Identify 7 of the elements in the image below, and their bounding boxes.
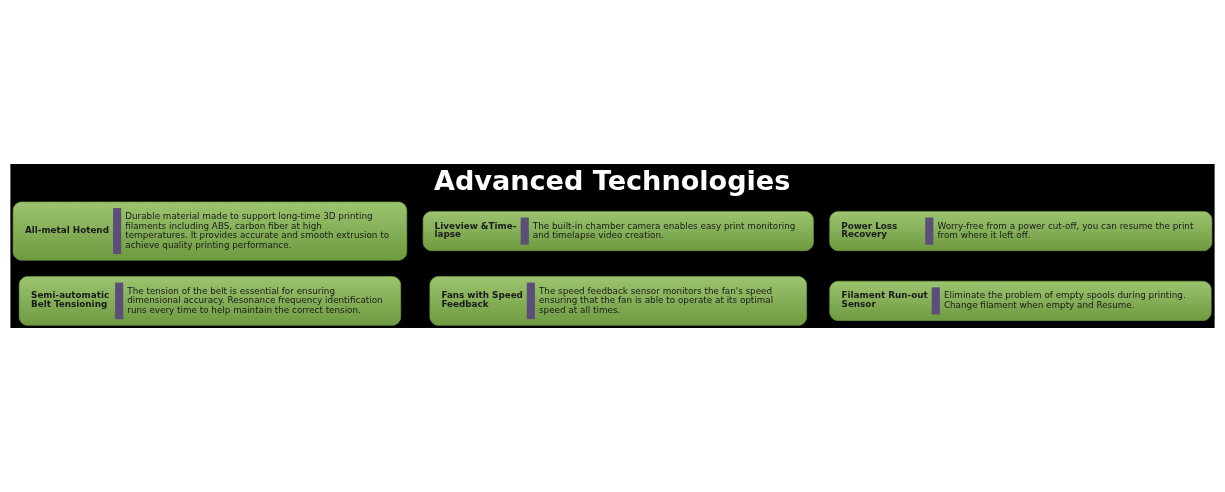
node-box: Liveview &Time-lapse The built-in chamber camera enables easy print monitoring and timelapse video creation. — [422, 211, 814, 252]
node-box: Fans with Speed Feedback The speed feedback sensor monitors the fan's speed ensuring that the fan is able to operate at its optimal speed at all times. — [429, 276, 807, 326]
node-box: All-metal Hotend Durable material made to support long-time 3D printing filaments including ABS, carbon fiber at high temperatures. It provides accurate and smooth extrusion to achieve quality printing performance. — [12, 201, 408, 261]
node-box: Semi-automatic Belt Tensioning The tension of the belt is essential for ensuring dimensional accuracy. Resonance frequency identification runs every time to help maintain the correct tension. — [18, 276, 402, 326]
diagram-title: Advanced Technologies — [433, 165, 791, 197]
node-box: Filament Run-out Sensor Eliminate the problem of empty spools during printing. Change filament when empty and Resume. — [829, 280, 1212, 321]
node-box: Power Loss Recovery Worry-free from a power cut-off, you can resume the print from where it left off. — [829, 211, 1213, 252]
